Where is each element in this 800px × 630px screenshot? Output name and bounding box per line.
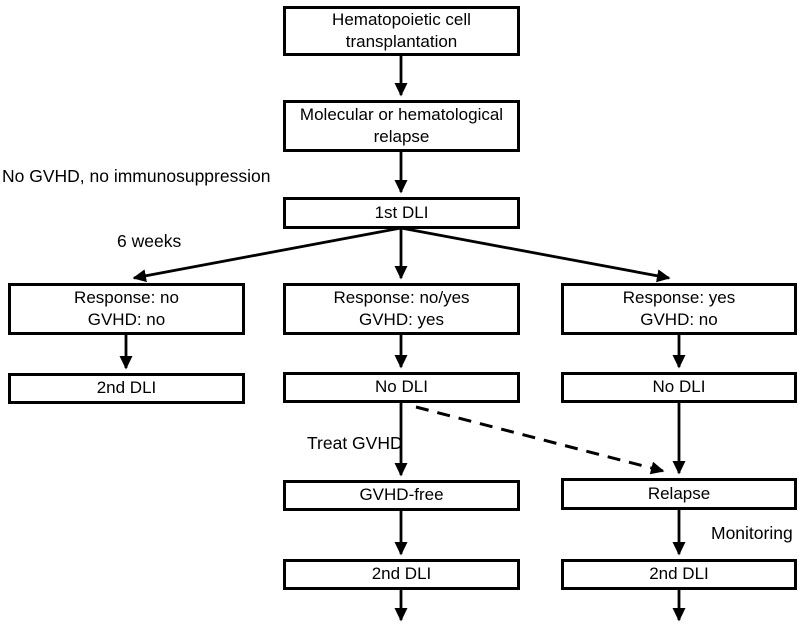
label-treat-gvhd: Treat GVHD bbox=[307, 433, 403, 453]
node-second-dli-middle: 2nd DLI bbox=[283, 559, 520, 590]
node-first-dli: 1st DLI bbox=[283, 197, 520, 229]
node-second-dli-left: 2nd DLI bbox=[8, 373, 245, 404]
edge-no-dli-middle-relapse-dashed bbox=[415, 405, 665, 475]
node-second-dli-right: 2nd DLI bbox=[561, 559, 797, 590]
node-response-no-gvhd-no: Response: no GVHD: no bbox=[8, 283, 245, 335]
node-response-no-yes-gvhd-yes: Response: no/yes GVHD: yes bbox=[283, 283, 520, 335]
node-response-yes-gvhd-no: Response: yes GVHD: no bbox=[561, 283, 797, 335]
label-monitoring: Monitoring bbox=[711, 523, 793, 543]
node-no-dli-right: No DLI bbox=[561, 372, 797, 403]
label-no-gvhd-no-immunosuppression: No GVHD, no immunosuppression bbox=[2, 166, 271, 186]
node-molecular-or-hematological-relapse: Molecular or hematological relapse bbox=[283, 100, 520, 152]
node-no-dli-middle: No DLI bbox=[283, 372, 520, 403]
edge-first-dli-response-no bbox=[132, 226, 402, 283]
edge-first-dli-response-yes bbox=[400, 226, 671, 283]
node-relapse: Relapse bbox=[561, 478, 797, 510]
node-hematopoietic-cell-transplantation: Hematopoietic cell transplantation bbox=[283, 6, 520, 56]
label-six-weeks: 6 weeks bbox=[117, 231, 182, 251]
node-gvhd-free: GVHD-free bbox=[283, 480, 520, 511]
